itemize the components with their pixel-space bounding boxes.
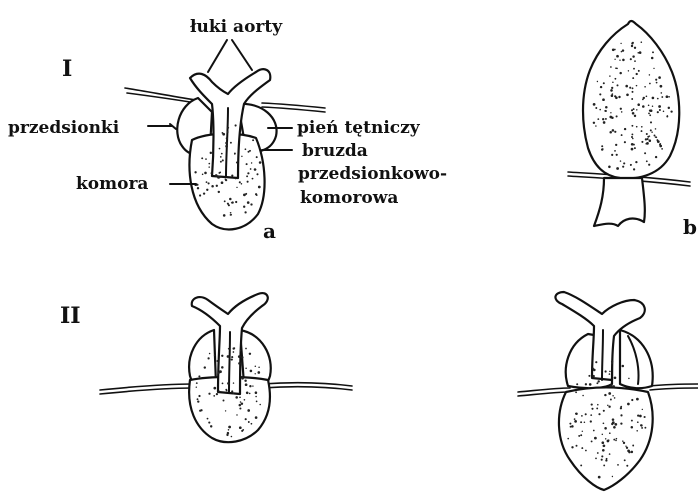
label-groove-3: komorowa — [300, 188, 398, 208]
label-atria: przedsionki — [8, 118, 120, 138]
row-label-1: I — [62, 56, 72, 82]
label-ventricle: komora — [76, 174, 148, 194]
label-truncus: pień tętniczy — [297, 118, 421, 138]
heart-c — [100, 293, 352, 442]
heart-a — [125, 40, 325, 229]
heart-d — [518, 292, 698, 490]
label-aortic-arches: łuki aorty — [190, 17, 283, 37]
sub-label-b: b — [683, 215, 697, 239]
row-label-2: II — [60, 303, 81, 329]
heart-b — [568, 21, 690, 226]
label-groove-1: bruzda — [302, 141, 368, 161]
sub-label-a: a — [263, 219, 276, 243]
label-groove-2: przedsionkowo- — [298, 164, 447, 184]
